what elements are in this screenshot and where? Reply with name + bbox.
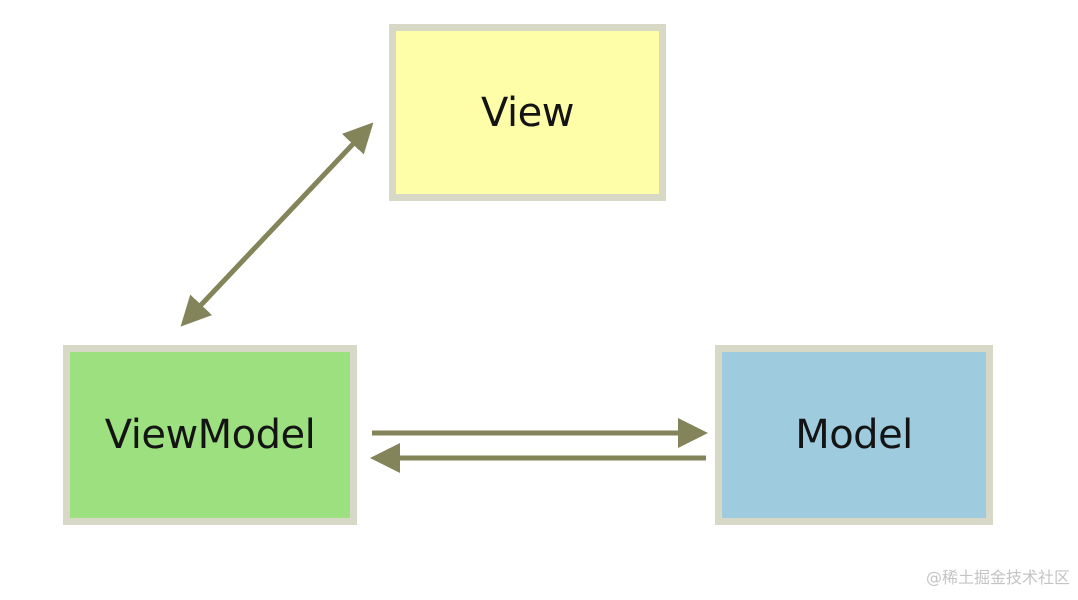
model-node-label: Model: [795, 412, 913, 458]
watermark-text: @稀土掘金技术社区: [925, 568, 1070, 587]
view-node: View: [389, 24, 666, 201]
model-node: Model: [715, 345, 993, 525]
viewmodel-node: ViewModel: [63, 345, 357, 525]
edge-viewmodel-view-bidirectional-arrow: [180, 122, 374, 327]
viewmodel-node-label: ViewModel: [104, 412, 316, 458]
view-node-label: View: [481, 89, 574, 136]
